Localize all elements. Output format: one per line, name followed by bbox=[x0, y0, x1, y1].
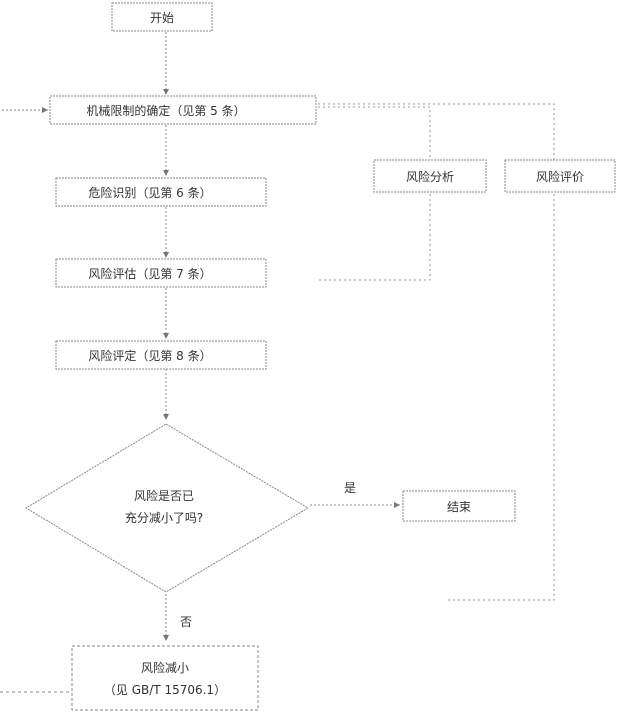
risk-assessment-label: 风险评价 bbox=[536, 169, 584, 184]
risk-analysis-label: 风险分析 bbox=[406, 169, 454, 184]
step-limits-label: 机械限制的确定（见第 5 条） bbox=[86, 103, 245, 118]
risk-reduction-line-1: 风险减小 bbox=[141, 660, 189, 675]
step-risk-evaluation-label: 风险评定（见第 8 条） bbox=[88, 348, 211, 363]
step-hazard-identification: 危险识别（见第 6 条） bbox=[55, 177, 267, 207]
decision-line-1: 风险是否已 bbox=[134, 488, 194, 503]
start-node: 开始 bbox=[111, 2, 213, 32]
bracket-risk-analysis-lower bbox=[316, 194, 431, 281]
bracket-risk-assessment bbox=[318, 103, 555, 160]
step-risk-estimation-label: 风险评估（见第 7 条） bbox=[88, 266, 211, 281]
risk-reduction-line-2: （见 GB/T 15706.1） bbox=[104, 683, 226, 697]
risk-reduction-box: 风险减小 （见 GB/T 15706.1） bbox=[71, 645, 259, 711]
end-label: 结束 bbox=[447, 500, 471, 514]
decision-node: 风险是否已 充分减小了吗? bbox=[25, 423, 309, 593]
step-limits: 机械限制的确定（见第 5 条） bbox=[49, 95, 317, 125]
decision-line-2: 充分减小了吗? bbox=[125, 510, 203, 525]
step-risk-evaluation: 风险评定（见第 8 条） bbox=[55, 340, 267, 370]
risk-assessment-box: 风险评价 bbox=[504, 159, 616, 193]
step-hazard-identification-label: 危险识别（见第 6 条） bbox=[88, 185, 211, 200]
yes-label: 是 bbox=[344, 481, 356, 495]
end-node: 结束 bbox=[402, 490, 516, 522]
bracket-risk-analysis bbox=[318, 106, 431, 158]
bracket-risk-assessment-lower bbox=[448, 194, 555, 601]
no-label: 否 bbox=[180, 615, 192, 629]
step-risk-estimation: 风险评估（见第 7 条） bbox=[55, 258, 267, 288]
risk-analysis-box: 风险分析 bbox=[373, 159, 487, 193]
start-label: 开始 bbox=[150, 11, 174, 25]
